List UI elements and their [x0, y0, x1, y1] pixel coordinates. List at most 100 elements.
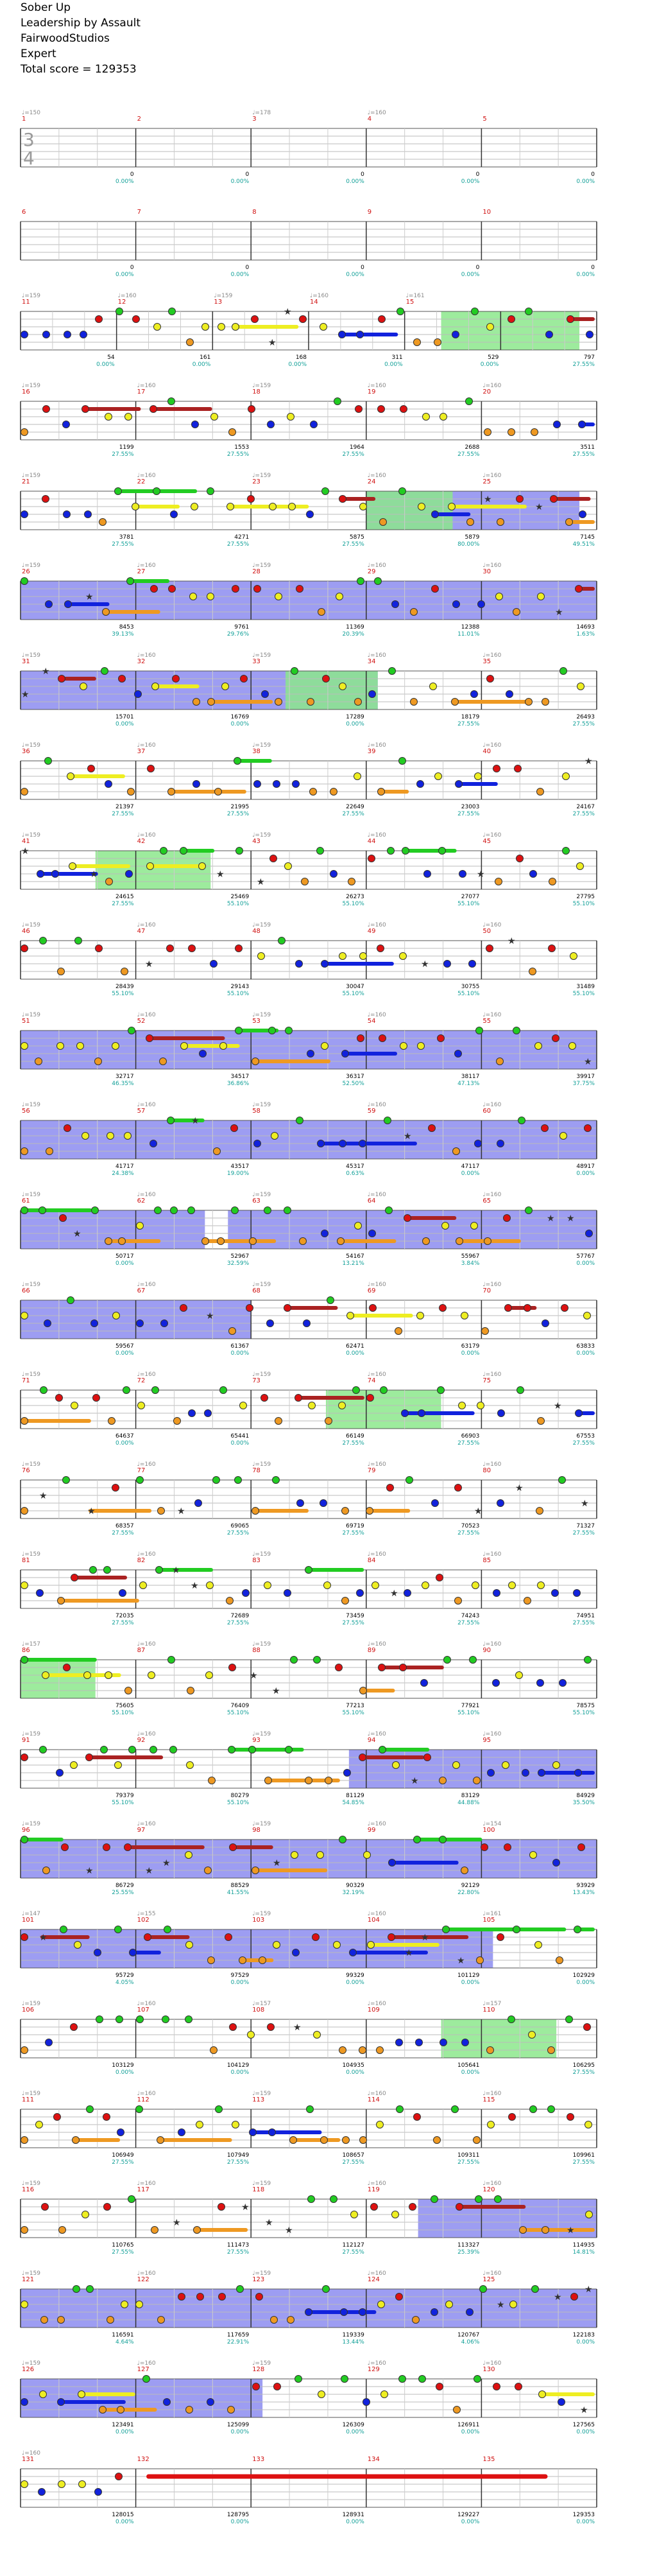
note-gem — [21, 1147, 28, 1155]
note-gem — [565, 518, 573, 526]
note-gem — [247, 495, 255, 503]
tempo-marker: ♩=160 — [137, 1641, 156, 1648]
measure-score: 63179 — [461, 1343, 480, 1350]
measure-score: 128795 — [227, 2512, 249, 2518]
measure-number: 78 — [252, 1467, 260, 1474]
overdrive-percent: 0.00% — [231, 2069, 250, 2076]
measure-score: 76409 — [231, 1703, 250, 1709]
note-gem — [294, 1394, 302, 1402]
note-gem — [103, 2203, 111, 2211]
overdrive-percent: 13.21% — [342, 1260, 364, 1267]
overdrive-percent: 29.76% — [227, 631, 250, 638]
measure-number: 21 — [22, 478, 30, 485]
note-gem — [477, 1402, 484, 1409]
measure-score: 69719 — [346, 1523, 364, 1529]
note-gem — [21, 510, 28, 518]
chart-row: ★ — [20, 1746, 597, 1789]
tempo-marker: ♩=160 — [368, 1911, 386, 1917]
note-gem — [413, 2113, 421, 2121]
note-gem — [418, 2375, 426, 2383]
measure-score: 4271 — [234, 534, 249, 541]
note-gem — [21, 1042, 28, 1050]
tempo-marker: ♩=159 — [252, 832, 271, 839]
measure-score: 64637 — [115, 1433, 134, 1440]
tempo-marker: ♩=159 — [252, 2360, 271, 2367]
tempo-marker: ♩=159 — [22, 2091, 40, 2097]
note-gem — [136, 1222, 144, 1230]
note-gem — [278, 937, 286, 944]
measure-score: 129353 — [573, 2512, 595, 2518]
note-gem — [453, 2406, 461, 2414]
note-gem — [359, 2046, 366, 2054]
note-gem — [461, 1867, 468, 1874]
tempo-marker: ♩=159 — [252, 2180, 271, 2187]
note-gem — [340, 2308, 348, 2316]
measure-score: 34517 — [231, 1074, 250, 1080]
note-gem — [107, 2316, 114, 2324]
overdrive-percent: 0.00% — [576, 2429, 595, 2435]
note-gem — [248, 1746, 256, 1754]
note-gem — [503, 1214, 511, 1222]
note-gem — [57, 2316, 65, 2324]
tempo-marker: ♩=160 — [22, 2450, 40, 2457]
measure-number: 79 — [368, 1467, 376, 1474]
overdrive-percent: 55.10% — [342, 1710, 364, 1716]
measure-score: 38117 — [461, 1074, 480, 1080]
note-gem — [541, 1124, 549, 1132]
note-gem — [359, 1754, 366, 1761]
note-gem — [379, 1746, 386, 1754]
measure-number: 67 — [137, 1287, 146, 1294]
overdrive-percent: 27.55% — [573, 1530, 595, 1536]
note-gem — [225, 1933, 232, 1941]
measure-number: 103 — [252, 1917, 264, 1924]
measure-number: 130 — [482, 2366, 495, 2373]
measure-number: 58 — [252, 1108, 260, 1115]
measure-number: 41 — [22, 838, 30, 845]
measure-number: 96 — [22, 1827, 30, 1834]
note-gem — [114, 487, 122, 495]
note-gem — [185, 1851, 192, 1859]
note-gem — [431, 585, 439, 593]
measure-score: 8453 — [119, 624, 134, 631]
star-note: ★ — [404, 1131, 412, 1142]
measure-number: 64 — [368, 1197, 376, 1205]
measure-score: 128931 — [342, 2512, 364, 2518]
star-note: ★ — [421, 1933, 429, 1943]
star-note: ★ — [73, 1229, 81, 1239]
note-gem — [136, 2015, 144, 2023]
note-gem — [451, 2105, 459, 2113]
overdrive-percent: 27.55% — [573, 721, 595, 727]
note-gem — [21, 1507, 28, 1515]
tempo-marker: ♩=159 — [252, 1551, 271, 1558]
note-gem — [534, 1042, 542, 1050]
note-gem — [21, 577, 28, 585]
tempo-marker: ♩=160 — [482, 1551, 501, 1558]
note-gem — [486, 944, 493, 952]
measure-number: 32 — [137, 658, 146, 665]
overdrive-percent: 0.00% — [461, 2069, 480, 2076]
note-gem — [524, 1597, 531, 1605]
note-gem — [456, 1237, 463, 1245]
measure-number: 68 — [252, 1287, 260, 1294]
overdrive-percent: 27.55% — [227, 451, 250, 458]
chart-row: ★★★ — [20, 1565, 597, 1609]
note-gem — [583, 2023, 591, 2031]
measure-score: 45317 — [346, 1163, 364, 1170]
measure-number: 36 — [22, 748, 30, 755]
note-gem — [294, 2375, 302, 2383]
overdrive-percent: 0.00% — [115, 2069, 134, 2076]
tempo-marker: ♩=159 — [214, 293, 232, 299]
note-gem — [339, 1836, 346, 1843]
overdrive-percent: 41.55% — [227, 1890, 250, 1896]
note-gem — [387, 847, 395, 855]
measure-score: 0 — [245, 265, 249, 271]
star-note: ★ — [172, 1565, 180, 1576]
note-gem — [185, 2015, 192, 2023]
measure-score: 123491 — [112, 2422, 133, 2428]
tempo-marker: ♩=160 — [368, 562, 386, 569]
note-gem — [35, 2121, 43, 2128]
tempo-marker: ♩=160 — [482, 652, 501, 659]
note-gem — [481, 1327, 489, 1335]
measure-number: 38 — [252, 748, 260, 755]
note-gem — [252, 1507, 259, 1515]
